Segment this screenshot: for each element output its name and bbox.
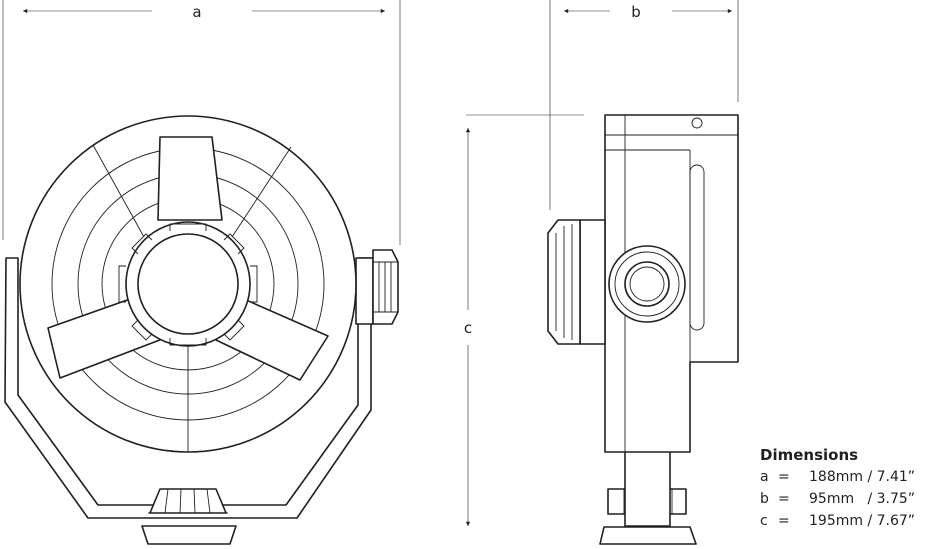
dimension-value: 95mm / 3.75” (809, 491, 916, 507)
dimension-row-a: a = 188mm / 7.41” (760, 466, 936, 488)
side-view (547, 114, 739, 545)
dimension-row-b: b = 95mm / 3.75” (760, 488, 936, 510)
dimensions-title: Dimensions (760, 446, 859, 464)
dimension-c: c (464, 114, 584, 527)
dimension-letter: a (760, 469, 769, 485)
dimension-row-c: c = 195mm / 7.67” (760, 510, 936, 532)
dimension-value: 188mm / 7.41” (809, 469, 916, 485)
dimension-b: b (549, 0, 739, 210)
dim-label-c: c (464, 319, 472, 337)
front-side-knob (355, 249, 399, 325)
front-base-knob (148, 488, 228, 514)
dimension-letter: c (760, 513, 768, 529)
side-slot (689, 164, 705, 331)
dim-label-b: b (631, 3, 641, 21)
dimension-equals: = (778, 469, 790, 485)
front-hub (118, 221, 258, 347)
front-view (4, 115, 399, 545)
front-fan-blades (47, 136, 329, 381)
side-pivot-knob (608, 245, 686, 323)
dimension-value: 195mm / 7.67” (809, 513, 916, 529)
dim-label-a: a (192, 3, 201, 21)
dimension-equals: = (778, 513, 790, 529)
dimensions-legend: Dimensions a = 188mm / 7.41” b = 95mm / 3.75… (760, 446, 936, 532)
side-base (599, 526, 697, 545)
dimension-letter: b (760, 491, 769, 507)
side-front-knob (547, 219, 606, 345)
dimension-a: a (2, 0, 401, 245)
dimension-equals: = (778, 491, 790, 507)
front-base (141, 525, 237, 545)
